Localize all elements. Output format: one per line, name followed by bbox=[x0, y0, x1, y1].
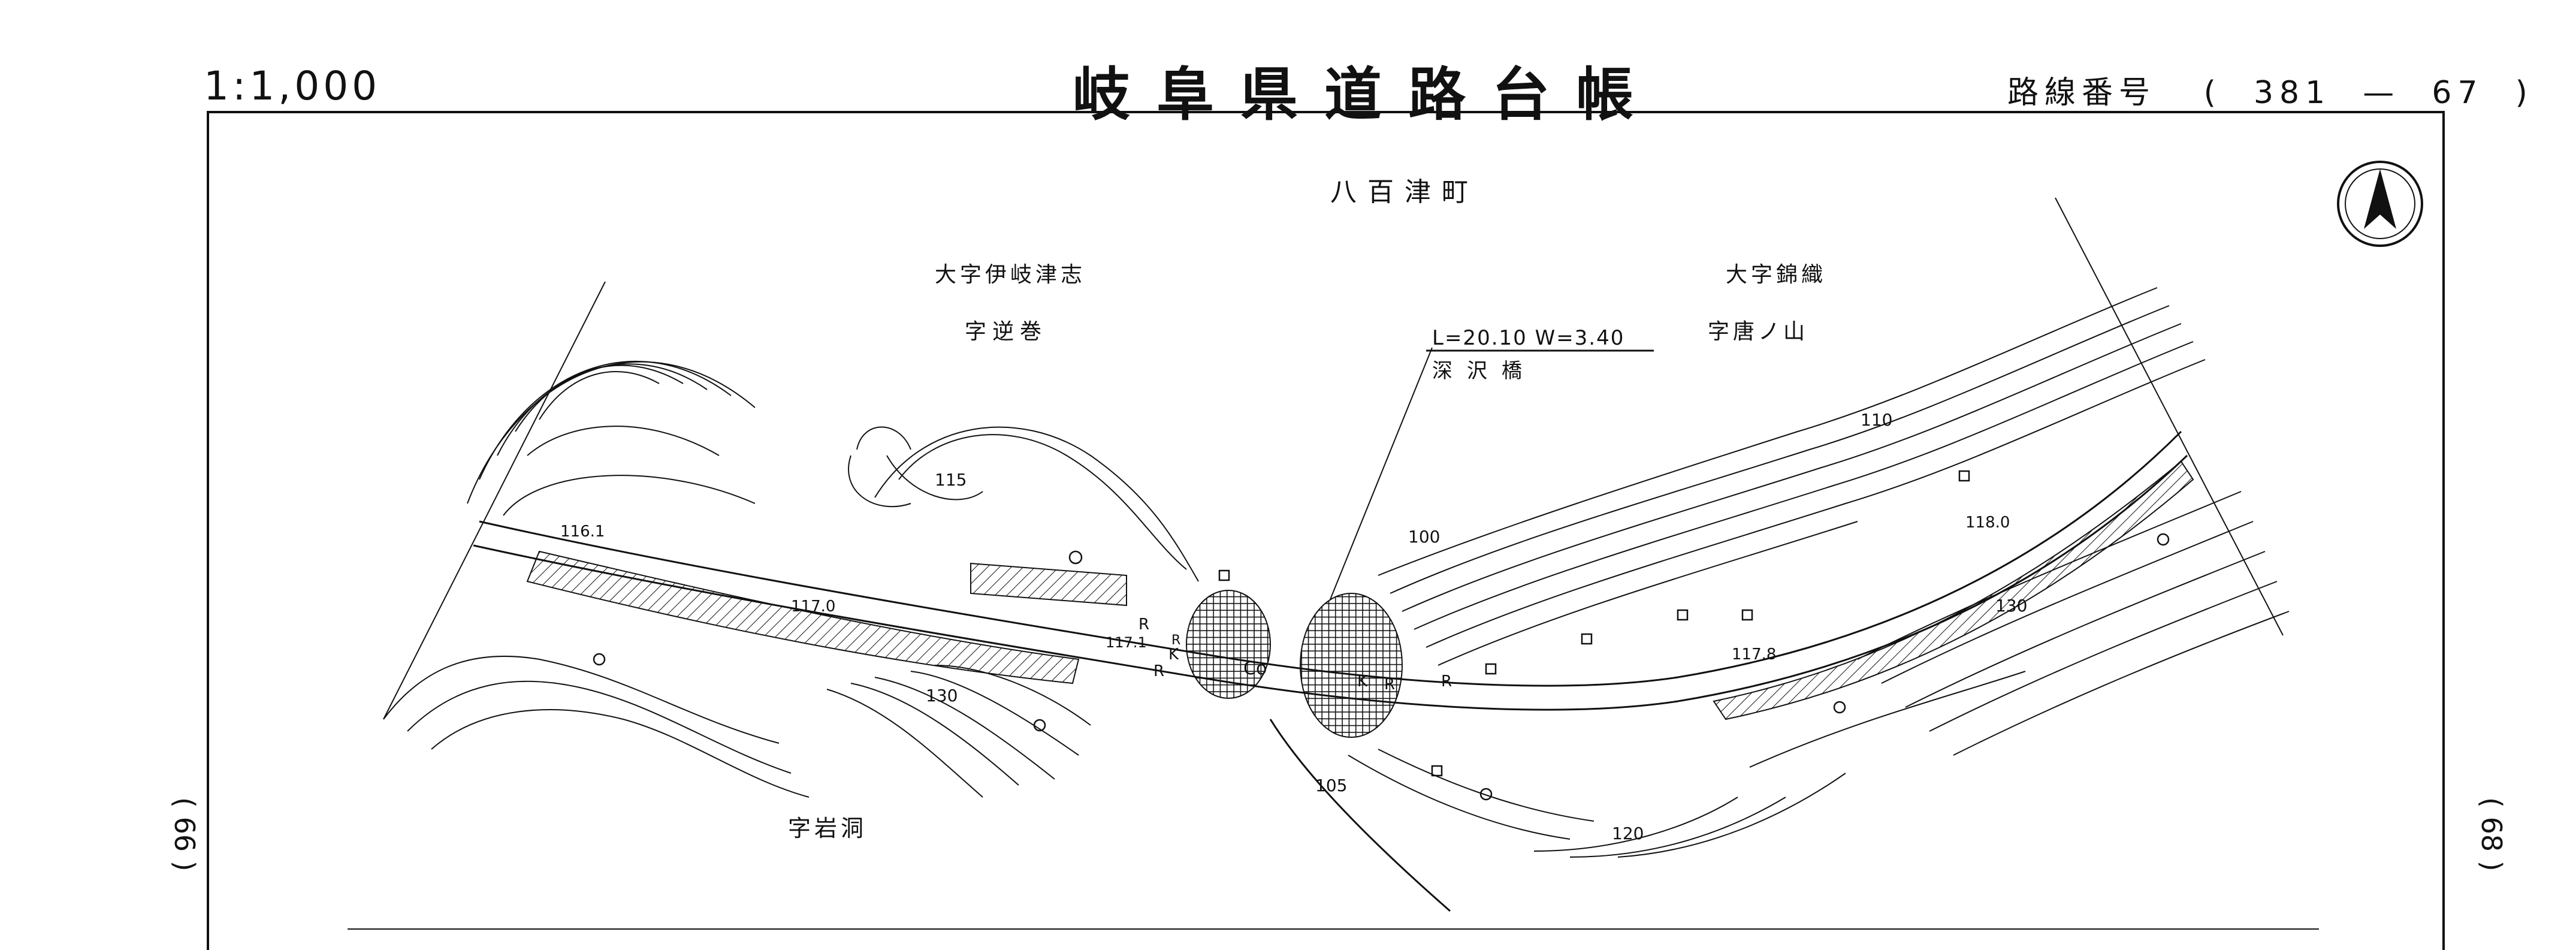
slope-hatch-north bbox=[970, 562, 1127, 607]
survey-point-symbol bbox=[2157, 533, 2170, 546]
area-label-northwest: 大字伊岐津志 bbox=[935, 263, 1086, 287]
map-symbols bbox=[593, 470, 2170, 801]
page-title: 岐阜県道路台帳 bbox=[1073, 61, 1660, 128]
north-arrow-icon bbox=[2337, 161, 2423, 247]
area-sublabel-northeast: 字唐ノ山 bbox=[1708, 319, 1808, 344]
bridge-abutment-west bbox=[1186, 590, 1271, 699]
survey-point-symbol bbox=[1033, 719, 1046, 732]
route-number-label: 路線番号 bbox=[2007, 75, 2157, 111]
page-number-left: ( 66 ) bbox=[168, 797, 201, 871]
contour-lines-east bbox=[1378, 287, 2290, 768]
structure-symbol bbox=[1431, 765, 1443, 777]
slope-hatch-east bbox=[1713, 460, 2194, 720]
spot-elevation-label: 118.0 bbox=[1965, 514, 2010, 532]
route-number-dash: — bbox=[2363, 75, 2400, 111]
route-number-first: 381 bbox=[2253, 75, 2332, 111]
contour-lines-south bbox=[383, 655, 1846, 858]
contour-label: 120 bbox=[1612, 824, 1644, 843]
slope-hatch-west bbox=[526, 550, 1080, 684]
map-frame bbox=[207, 111, 2445, 950]
spot-elevation-label: 117.0 bbox=[791, 598, 835, 616]
area-label-south: 字岩洞 bbox=[788, 815, 867, 842]
town-name-label: 八百津町 bbox=[1330, 177, 1479, 207]
page-number-right: ( 68 ) bbox=[2475, 797, 2508, 871]
road bbox=[473, 430, 2194, 720]
road-mark-label: R bbox=[1153, 662, 1164, 680]
bridge bbox=[1186, 347, 1654, 912]
spot-elevation-label: 116.1 bbox=[560, 523, 605, 541]
route-number: 路線番号 ( 381 — 67 ) bbox=[2007, 67, 2533, 112]
road-mark-label: R bbox=[1441, 672, 1452, 690]
bridge-leader-line bbox=[1330, 347, 1433, 600]
contour-label: 105 bbox=[1315, 776, 1347, 795]
river-line bbox=[1269, 719, 1451, 912]
road-mark-label: K bbox=[1357, 672, 1368, 690]
route-open-paren: ( bbox=[2203, 75, 2222, 111]
survey-point-symbol bbox=[1068, 550, 1083, 565]
area-label-northeast: 大字錦織 bbox=[1726, 263, 1826, 287]
spot-elevation-label: 117.1 bbox=[1106, 634, 1147, 651]
road-mark-label: Co bbox=[1243, 658, 1267, 679]
survey-point-symbol bbox=[1833, 701, 1846, 714]
road-edge-north bbox=[479, 430, 2182, 687]
structure-symbol bbox=[1958, 470, 1970, 482]
survey-point-symbol bbox=[1479, 788, 1493, 801]
route-close-paren: ) bbox=[2515, 75, 2533, 111]
contour-label: 115 bbox=[935, 470, 967, 490]
structure-symbol bbox=[1581, 633, 1593, 645]
area-sublabel-northwest: 字逆巻 bbox=[965, 319, 1047, 344]
bridge-abutment-east bbox=[1300, 593, 1403, 738]
contour-label: 100 bbox=[1408, 527, 1440, 547]
contour-label: 110 bbox=[1861, 410, 1892, 430]
route-number-second: 67 bbox=[2432, 75, 2484, 111]
survey-point-symbol bbox=[593, 653, 606, 666]
sheet-boundary-lines bbox=[348, 197, 2319, 930]
bridge-name-label: 深沢橋 bbox=[1432, 359, 1536, 383]
structure-symbol bbox=[1485, 663, 1497, 675]
road-mark-label: R bbox=[1138, 616, 1149, 634]
contour-label: 130 bbox=[926, 686, 958, 705]
contour-label: 130 bbox=[1995, 596, 2027, 616]
structure-symbol bbox=[1677, 609, 1689, 621]
structure-symbol bbox=[1218, 569, 1230, 581]
road-mark-label: R bbox=[1384, 675, 1395, 693]
contour-lines-west bbox=[467, 360, 1199, 582]
bridge-dimensions-label: L=20.10 W=3.40 bbox=[1432, 326, 1624, 350]
spot-elevation-label: 117.8 bbox=[1732, 646, 1776, 664]
road-mark-label: K bbox=[1168, 646, 1179, 664]
structure-symbol bbox=[1741, 609, 1753, 621]
map-scale: 1:1,000 bbox=[204, 63, 381, 109]
road-mark-label: R bbox=[1171, 633, 1180, 648]
